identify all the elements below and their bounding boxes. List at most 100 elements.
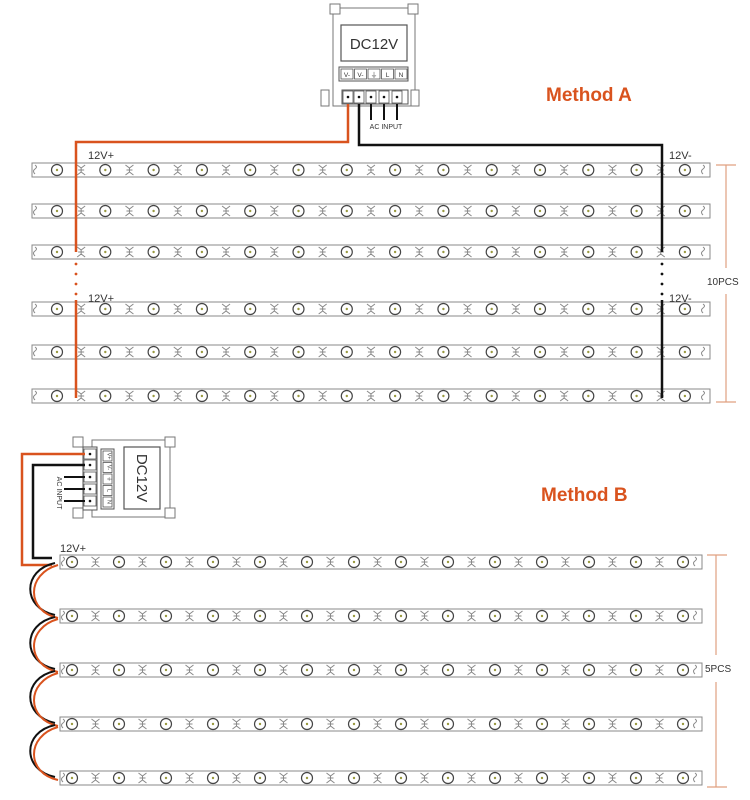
led-strip [31, 244, 711, 260]
terminal-label-box [367, 68, 381, 80]
connector-icon [61, 772, 65, 783]
led-chip-icon [535, 663, 549, 677]
positive-jumper-wire [33, 672, 59, 727]
led-chip-icon [253, 555, 267, 569]
resistor-icon [373, 664, 382, 676]
resistor-icon [608, 303, 617, 315]
led-chip-icon [394, 717, 408, 731]
led-chip-icon [159, 717, 173, 731]
resistor-icon [326, 664, 335, 676]
resistor-icon [279, 556, 288, 568]
resistor-icon [125, 164, 134, 176]
resistor-icon [318, 390, 327, 402]
method-a-screw-terminals [342, 90, 403, 104]
led-chip-icon [340, 345, 353, 359]
resistor-icon [561, 718, 570, 730]
resistor-icon [463, 346, 472, 358]
resistor-icon [279, 664, 288, 676]
led-chip-icon [195, 302, 208, 316]
led-chip-icon [99, 302, 112, 316]
led-chip-icon [678, 245, 692, 259]
screw-icon [88, 487, 92, 491]
method-b-title: Method B [541, 485, 628, 506]
negative-jumper-wire [29, 562, 56, 616]
led-strip [31, 388, 711, 404]
led-chip-icon [394, 609, 408, 623]
dot [660, 272, 664, 276]
led-chip-icon [340, 163, 353, 177]
connector-icon [701, 164, 705, 175]
led-chip-icon [206, 609, 220, 623]
resistor-icon [221, 246, 231, 258]
resistor-icon [76, 246, 86, 258]
resistor-icon [326, 610, 335, 622]
method-b-ac-wires [64, 476, 85, 502]
resistor-icon [232, 610, 241, 622]
led-chip-icon [678, 345, 692, 359]
resistor-icon [608, 610, 617, 622]
led-strip [59, 770, 703, 786]
resistor-icon [514, 718, 523, 730]
terminal-label: N [106, 500, 112, 504]
led-chip-icon [340, 389, 353, 403]
negative-jumper-wire [29, 670, 56, 724]
led-chip-icon [147, 302, 160, 316]
terminal-label: L [106, 489, 112, 492]
led-chip-icon [485, 204, 498, 218]
resistor-icon [125, 205, 134, 217]
terminal-label-box [102, 473, 113, 485]
led-chip-icon [485, 345, 498, 359]
resistor-icon [173, 390, 183, 402]
led-chip-icon [485, 302, 498, 316]
resistor-icon [414, 164, 424, 176]
led-chip-icon [300, 717, 314, 731]
resistor-icon [463, 390, 472, 402]
resistor-icon [511, 246, 521, 258]
led-chip-icon [389, 302, 402, 316]
led-chip-icon [159, 663, 173, 677]
resistor-icon [279, 718, 288, 730]
led-strip [31, 344, 711, 360]
led-chip-icon [253, 771, 267, 785]
resistor-icon [138, 610, 147, 622]
resistor-icon [270, 164, 279, 176]
resistor-icon [414, 303, 424, 315]
connector-icon [693, 718, 697, 729]
resistor-icon [270, 303, 279, 315]
led-chip-icon [99, 163, 112, 177]
resistor-icon [232, 718, 241, 730]
led-chip-icon [340, 245, 353, 259]
led-chip-icon [394, 663, 408, 677]
resistor-icon [559, 346, 569, 358]
led-chip-icon [389, 389, 402, 403]
connector-icon [701, 390, 705, 401]
led-chip-icon [50, 389, 64, 403]
resistor-icon [318, 246, 327, 258]
resistor-icon [420, 718, 429, 730]
resistor-icon [514, 610, 523, 622]
led-chip-icon [300, 771, 314, 785]
led-chip-icon [195, 204, 208, 218]
connector-icon [33, 246, 37, 257]
method-b-terminal-labels: V+V-⏚LN [102, 450, 113, 508]
method-b-ac-input-label: AC INPUT [55, 477, 62, 510]
resistor-icon [366, 390, 376, 402]
led-chip-icon [488, 609, 502, 623]
led-chip-icon [292, 389, 305, 403]
resistor-icon [514, 664, 523, 676]
led-chip-icon [485, 389, 498, 403]
led-chip-icon [147, 163, 160, 177]
connector-icon [693, 664, 697, 675]
led-chip-icon [629, 771, 643, 785]
continuation-dots [74, 262, 664, 296]
led-chip-icon [441, 555, 455, 569]
led-chip-icon [488, 771, 502, 785]
resistor-icon [318, 346, 327, 358]
resistor-icon [559, 303, 569, 315]
resistor-icon [270, 205, 279, 217]
connector-icon [701, 303, 705, 314]
resistor-icon [91, 556, 100, 568]
resistor-icon [467, 718, 476, 730]
method-b-positive-label: 12V+ [60, 543, 86, 555]
